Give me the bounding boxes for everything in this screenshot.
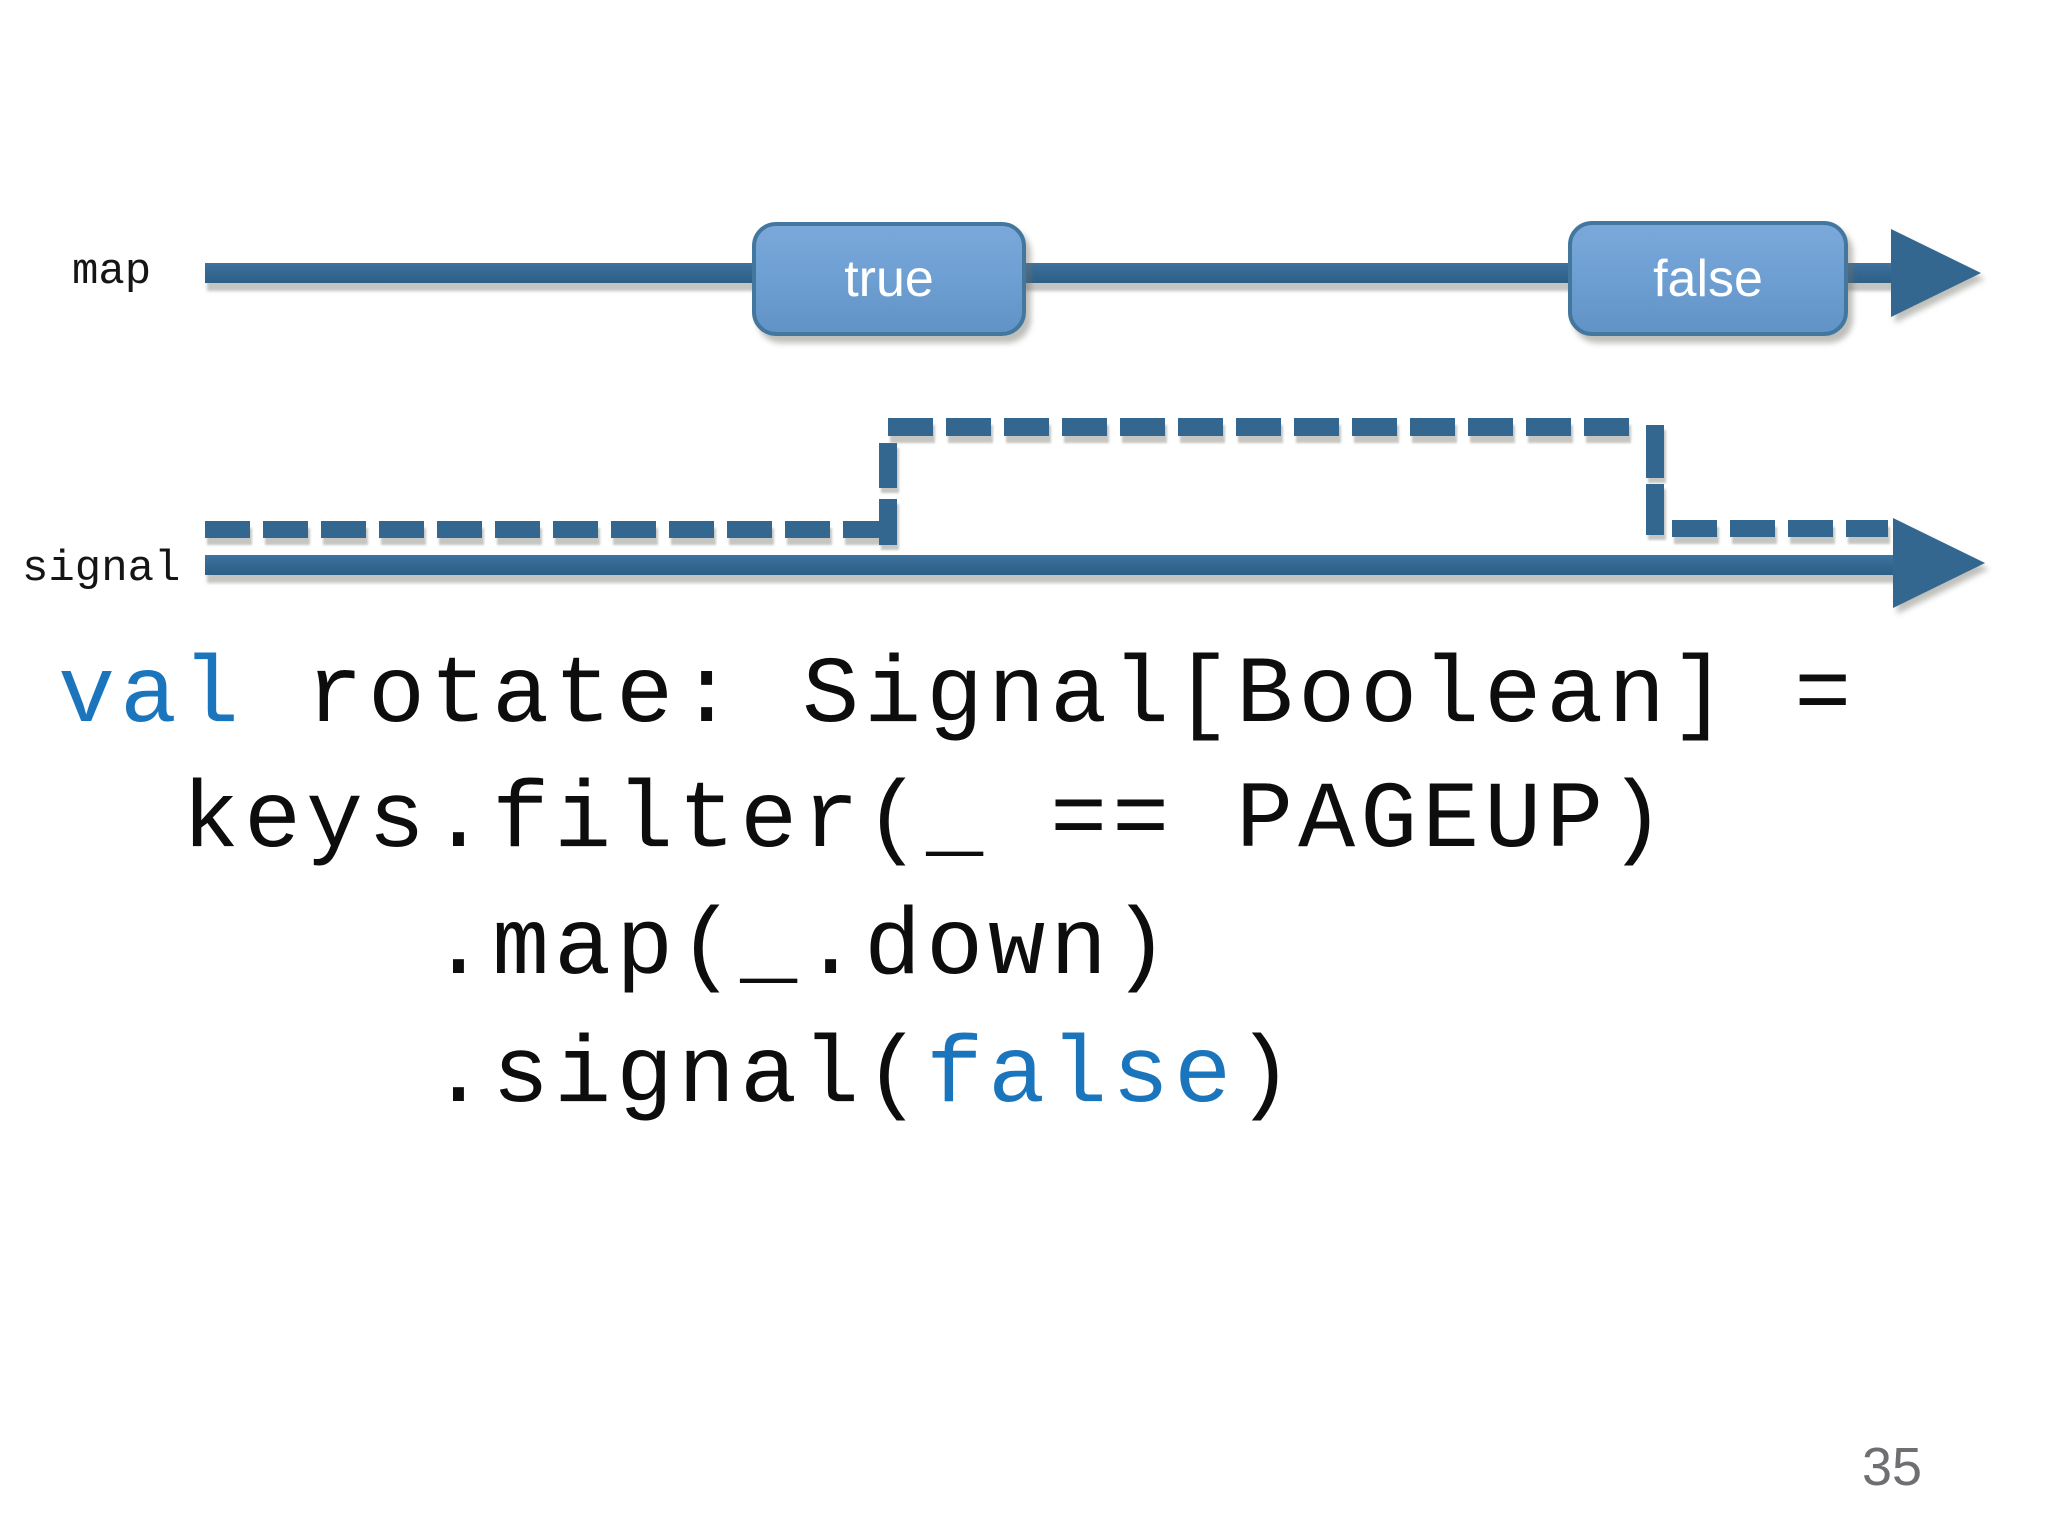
signal-timeline-label: signal (22, 544, 181, 594)
code-line-3-text: .map(_.down) (58, 894, 1175, 1002)
signal-level-low-dashed-segment-2 (1672, 520, 1888, 537)
code-line-2-text: keys.filter(_ == PAGEUP) (58, 767, 1671, 875)
signal-timeline-line (205, 555, 1908, 575)
code-line-4-suffix: ) (1236, 1022, 1299, 1130)
signal-step-down-dash-1 (1646, 425, 1664, 478)
map-timeline-line (205, 263, 1895, 283)
code-keyword-val: val (58, 642, 245, 750)
code-line-1: val rotate: Signal[Boolean] = (58, 649, 1856, 744)
page-number: 35 (1862, 1437, 1923, 1497)
signal-step-up-dash-1 (879, 443, 897, 488)
code-line-1-rest: rotate: Signal[Boolean] = (244, 642, 1857, 750)
code-line-2: keys.filter(_ == PAGEUP) (58, 774, 1670, 869)
code-line-3: .map(_.down) (58, 901, 1174, 996)
code-line-4: .signal(false) (58, 1029, 1298, 1124)
signal-level-high-dashed-segment (888, 418, 1638, 436)
map-arrowhead (1891, 229, 1981, 317)
signal-arrowhead (1893, 518, 1985, 608)
event-true-label: true (844, 250, 934, 308)
signal-step-up-dash-2 (879, 499, 897, 545)
event-box-false: false (1568, 221, 1848, 336)
event-false-label: false (1653, 249, 1763, 308)
map-timeline-label: map (72, 247, 152, 297)
event-box-true: true (752, 222, 1026, 336)
signal-level-low-dashed-segment-1 (205, 521, 881, 538)
code-keyword-false: false (926, 1022, 1237, 1130)
code-line-4-prefix: .signal( (58, 1022, 927, 1130)
signal-step-down-dash-2 (1646, 484, 1664, 535)
